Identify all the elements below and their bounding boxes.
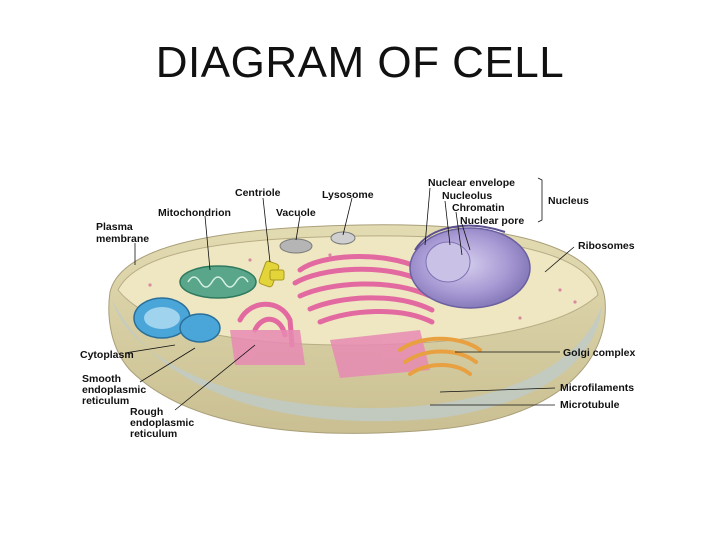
label-microtubule: Microtubule xyxy=(560,399,620,411)
label-plasma-membrane-2: membrane xyxy=(96,233,149,245)
label-smooth-er-2: endoplasmic xyxy=(82,384,146,396)
label-vacuole: Vacuole xyxy=(276,207,316,219)
label-plasma-membrane-1: Plasma xyxy=(96,221,133,233)
nuclear-envelope-cut xyxy=(414,224,506,251)
label-nuclear-pore: Nuclear pore xyxy=(460,215,524,227)
leader-lines xyxy=(124,177,575,411)
centriole xyxy=(258,260,285,288)
ribosome-dots xyxy=(148,253,577,320)
label-chromatin: Chromatin xyxy=(452,202,505,214)
cytoplasm-rim xyxy=(112,300,602,422)
label-microfilaments: Microfilaments xyxy=(560,382,634,394)
vacuole xyxy=(279,238,313,254)
mitochondrion-blue xyxy=(133,297,221,343)
label-lysosome: Lysosome xyxy=(322,189,374,201)
label-ribosomes: Ribosomes xyxy=(578,240,635,252)
label-golgi-complex: Golgi complex xyxy=(563,347,636,359)
golgi-complex xyxy=(398,336,482,376)
slide-title: DIAGRAM OF CELL xyxy=(155,38,565,87)
label-rough-er-2: endoplasmic xyxy=(130,417,194,429)
label-nucleolus: Nucleolus xyxy=(442,190,492,202)
label-smooth-er-3: reticulum xyxy=(82,395,129,407)
label-cytoplasm: Cytoplasm xyxy=(80,349,134,361)
rough-er xyxy=(237,254,435,348)
mitochondrion-green xyxy=(179,265,257,299)
rough-er-wall xyxy=(230,330,430,378)
label-rough-er-1: Rough xyxy=(130,406,163,418)
label-centriole: Centriole xyxy=(235,187,281,199)
nucleolus xyxy=(425,241,471,283)
label-nucleus: Nucleus xyxy=(548,195,589,207)
label-nuclear-envelope: Nuclear envelope xyxy=(428,177,515,189)
label-smooth-er-1: Smooth xyxy=(82,373,121,385)
lysosome xyxy=(330,231,356,245)
label-rough-er-3: reticulum xyxy=(130,428,177,440)
label-mitochondrion: Mitochondrion xyxy=(158,207,231,219)
